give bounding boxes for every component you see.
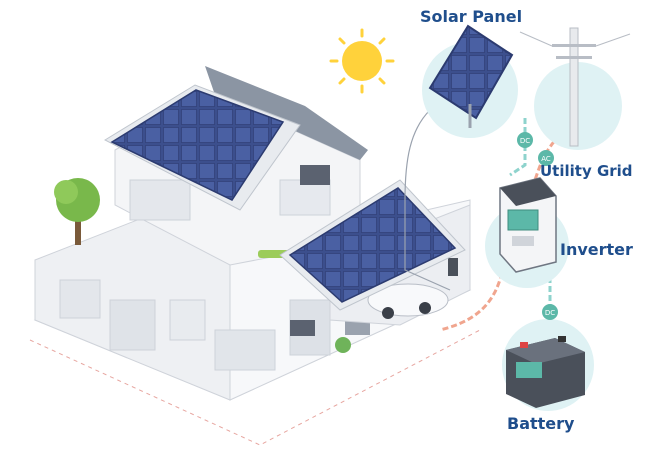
label-solar-panel: Solar Panel: [420, 7, 523, 26]
label-inverter: Inverter: [560, 240, 633, 259]
badge-battery-dc: DC: [542, 304, 558, 320]
garage-solar-array: [288, 187, 457, 303]
solar-panel-node: [422, 24, 518, 138]
tree: [54, 178, 100, 245]
label-utility-grid: Utility Grid: [540, 162, 633, 180]
utility-pole-icon: [519, 27, 631, 147]
dc-line-solar: [509, 118, 527, 177]
garage-roof: [279, 179, 466, 311]
battery-icon: [506, 336, 585, 408]
inverter-node: [485, 177, 569, 288]
sun-icon: [329, 28, 395, 94]
solar-panel-icon: [428, 24, 514, 120]
svg-text:DC: DC: [520, 137, 530, 145]
inverter-icon: [499, 177, 557, 273]
badge-grid-ac: AC: [538, 150, 554, 166]
main-roof: [103, 66, 368, 211]
svg-text:DC: DC: [545, 309, 555, 317]
utility-grid-node: [519, 27, 631, 150]
badge-solar-dc: DC: [517, 132, 533, 148]
label-battery: Battery: [507, 414, 575, 433]
solar-wire: [404, 109, 451, 291]
roof-solar-array: [110, 89, 285, 201]
battery-node: [502, 319, 594, 411]
svg-text:AC: AC: [541, 155, 551, 163]
